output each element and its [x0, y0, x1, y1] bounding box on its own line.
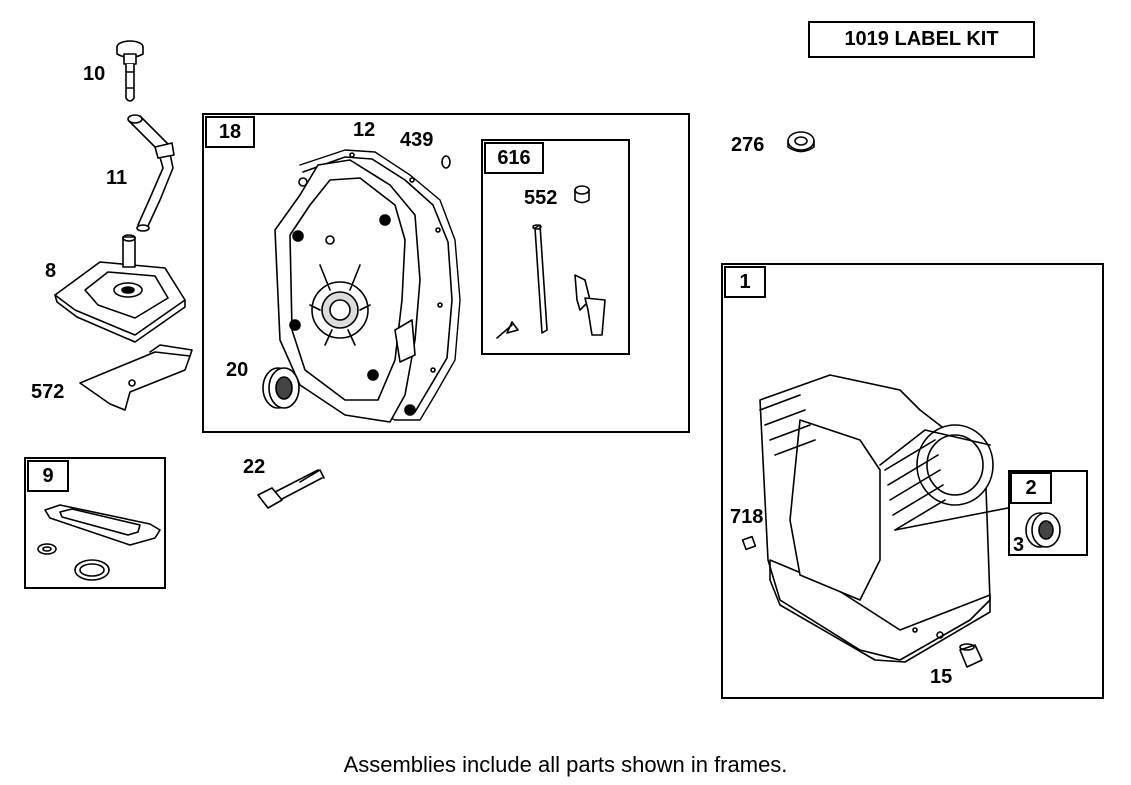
dipstick-tube-drawing: [128, 115, 174, 231]
baffle-plate-drawing: [80, 345, 192, 410]
assembly-frame-9: [24, 457, 166, 589]
assembly-frame-18: [202, 113, 690, 433]
part-number-15: 15: [930, 666, 953, 688]
part-number-276: 276: [731, 134, 765, 156]
crankcase-cover-drawing: [275, 160, 420, 422]
part-number-439: 439: [400, 129, 434, 151]
dowel-pin-drawing: [743, 537, 756, 550]
frame-tag-9: 9: [27, 460, 69, 492]
part-number-8: 8: [45, 260, 57, 282]
assembly-frame-616: [481, 139, 630, 355]
dipstick-bolt-drawing: [117, 41, 143, 101]
bolt-22-drawing: [258, 470, 324, 508]
assembly-frame-2: [1008, 470, 1088, 556]
part-number-11: 11: [106, 167, 128, 189]
drain-plug-drawing: [960, 644, 982, 667]
frame-tag-1: 1: [724, 266, 766, 298]
governor-gear-sleeve-drawing: [575, 186, 589, 203]
part-number-12: 12: [353, 119, 376, 141]
frame-tag-616: 616: [484, 142, 544, 174]
part-number-572: 572: [31, 381, 65, 403]
part-number-3: 3: [1013, 534, 1025, 556]
oil-fill-cover-drawing: [55, 235, 185, 342]
governor-shaft-drawing: [497, 225, 605, 338]
gasket-set-drawing: [38, 505, 160, 580]
oil-seal-20-drawing: [263, 368, 299, 408]
part-number-718: 718: [730, 506, 764, 528]
part-number-22: 22: [243, 456, 266, 478]
oil-seal-3-drawing: [1026, 513, 1060, 547]
part-number-552: 552: [524, 187, 558, 209]
label-kit-box: 1019 LABEL KIT: [808, 21, 1035, 58]
crankcase-gasket-drawing: [300, 150, 460, 420]
washer-439-drawing: [442, 156, 450, 168]
frame-tag-2: 2: [1010, 472, 1052, 504]
cylinder-block-drawing: [760, 375, 1008, 662]
assembly-frame-1: [721, 263, 1104, 699]
part-number-10: 10: [83, 63, 106, 85]
frame-tag-18: 18: [205, 116, 255, 148]
washer-276-drawing: [788, 132, 814, 152]
part-number-20: 20: [226, 359, 249, 381]
footnote: Assemblies include all parts shown in fr…: [343, 752, 788, 777]
